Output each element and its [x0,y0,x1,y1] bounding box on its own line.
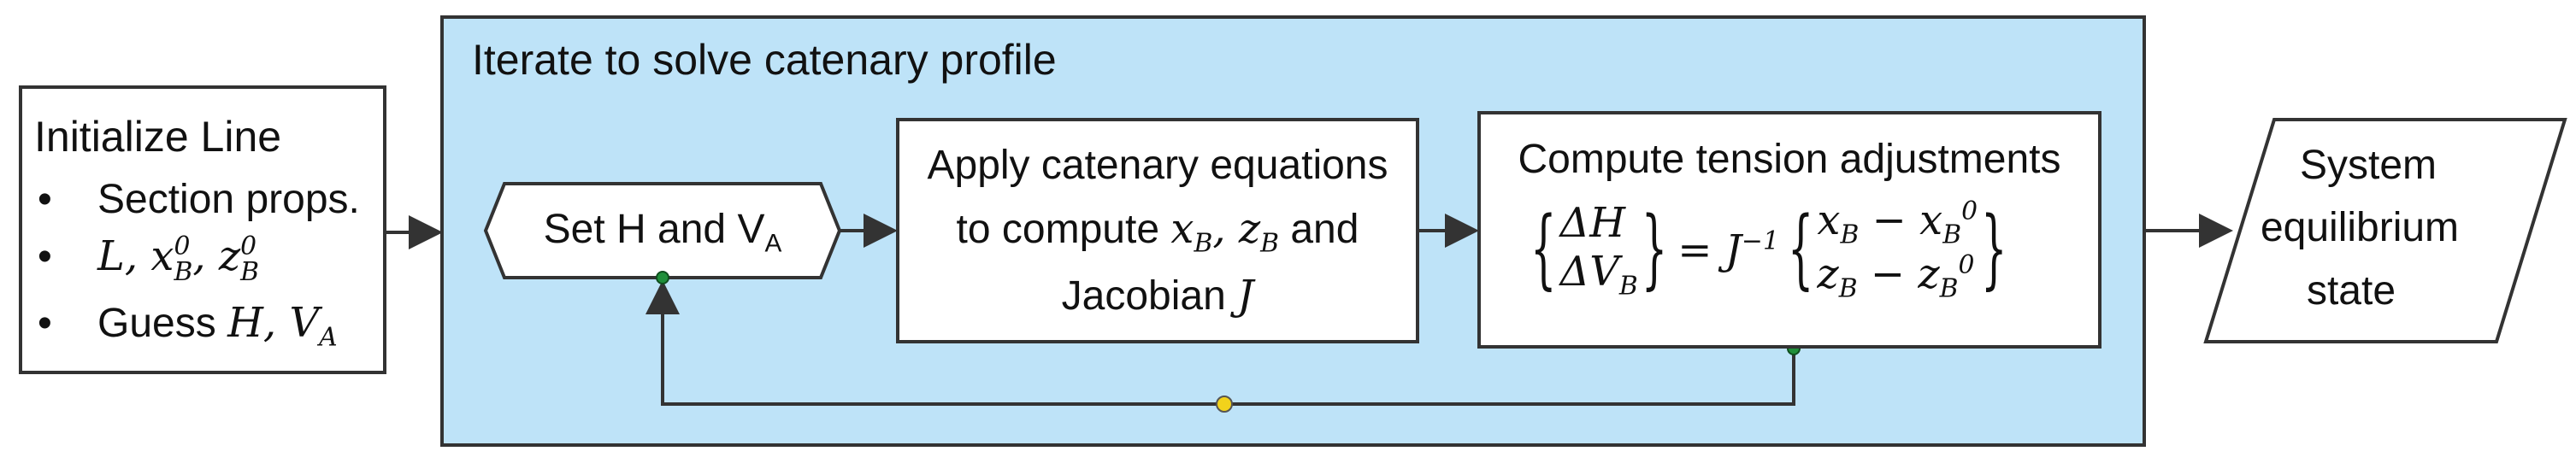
init-heading: Initialize Line [34,113,282,161]
initialize-line-box [19,85,386,374]
tension-title: Compute tension adjustments [1518,137,2061,182]
container-title: Iterate to solve catenary profile [472,36,1057,84]
junction-dot-set [656,271,669,284]
tension-adjustment-box [1477,111,2101,349]
apply-line-1: Apply catenary equations [927,143,1388,188]
init-bullet-1: •Section props. [38,177,360,222]
loop-midpoint-dot [1216,396,1233,413]
set-hv-hexagon [483,182,842,279]
output-line-3: state [2306,268,2396,314]
apply-line-3: Jacobian J [1061,272,1254,319]
set-hv-label: Set H and VA [543,207,782,258]
apply-line-2: to compute xB, zB and [956,205,1359,259]
output-line-1: System [2299,143,2437,188]
output-parallelogram [2203,118,2567,343]
output-line-2: equilibrium [2260,205,2460,250]
init-bullet-3: •Guess H, VA [38,299,338,353]
apply-catenary-box [896,118,1419,343]
